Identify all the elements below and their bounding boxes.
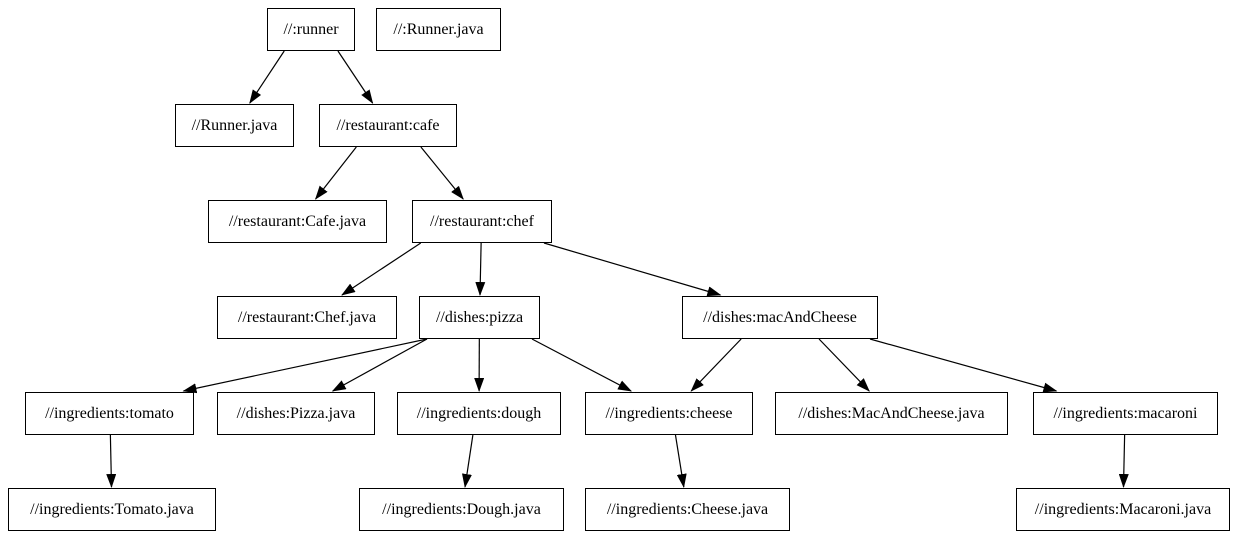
- graph-node-tomato_java: //ingredients:Tomato.java: [8, 488, 216, 531]
- edge-cafe-to-chef: [420, 146, 464, 200]
- graph-node-cafe_java: //restaurant:Cafe.java: [208, 200, 387, 243]
- edge-cheese-to-cheese_java: [674, 434, 687, 488]
- edge-macandcheese-to-cheese: [690, 338, 742, 392]
- edge-macandcheese-to-macandcheese_java: [818, 338, 870, 392]
- edge-chef-to-chef_java: [341, 242, 422, 296]
- edge-chef-to-pizza: [475, 242, 486, 296]
- edge-macandcheese-to-macaroni: [869, 338, 1058, 393]
- edge-runner-to-cafe: [337, 50, 374, 104]
- graph-node-dough: //ingredients:dough: [397, 392, 561, 435]
- graph-node-runner_java_src: //:Runner.java: [376, 8, 501, 51]
- graph-node-chef: //restaurant:chef: [412, 200, 552, 243]
- edge-dough-to-dough_java: [462, 434, 474, 488]
- graph-node-dough_java: //ingredients:Dough.java: [359, 488, 564, 531]
- edge-pizza-to-cheese: [531, 338, 632, 392]
- edge-pizza-to-tomato: [182, 338, 428, 394]
- edge-runner-to-runner_java: [249, 50, 285, 104]
- edge-cafe-to-cafe_java: [314, 146, 357, 200]
- edge-chef-to-macandcheese: [543, 242, 722, 297]
- graph-node-runner_java: //Runner.java: [175, 104, 294, 147]
- edge-tomato-to-tomato_java: [106, 434, 117, 488]
- edge-macaroni-to-macaroni_java: [1118, 434, 1129, 488]
- graph-node-cheese: //ingredients:cheese: [585, 392, 753, 435]
- graph-node-cafe: //restaurant:cafe: [319, 104, 457, 147]
- graph-node-macaroni_java: //ingredients:Macaroni.java: [1016, 488, 1230, 531]
- graph-node-pizza_java: //dishes:Pizza.java: [217, 392, 375, 435]
- graph-node-macandcheese: //dishes:macAndCheese: [682, 296, 878, 339]
- edge-pizza-to-pizza_java: [331, 338, 428, 392]
- graph-node-cheese_java: //ingredients:Cheese.java: [585, 488, 790, 531]
- graph-node-tomato: //ingredients:tomato: [25, 392, 194, 435]
- graph-node-chef_java: //restaurant:Chef.java: [217, 296, 397, 339]
- graph-node-runner: //:runner: [267, 8, 355, 51]
- graph-node-macaroni: //ingredients:macaroni: [1033, 392, 1218, 435]
- graph-node-pizza: //dishes:pizza: [419, 296, 540, 339]
- graph-node-macandcheese_java: //dishes:MacAndCheese.java: [775, 392, 1008, 435]
